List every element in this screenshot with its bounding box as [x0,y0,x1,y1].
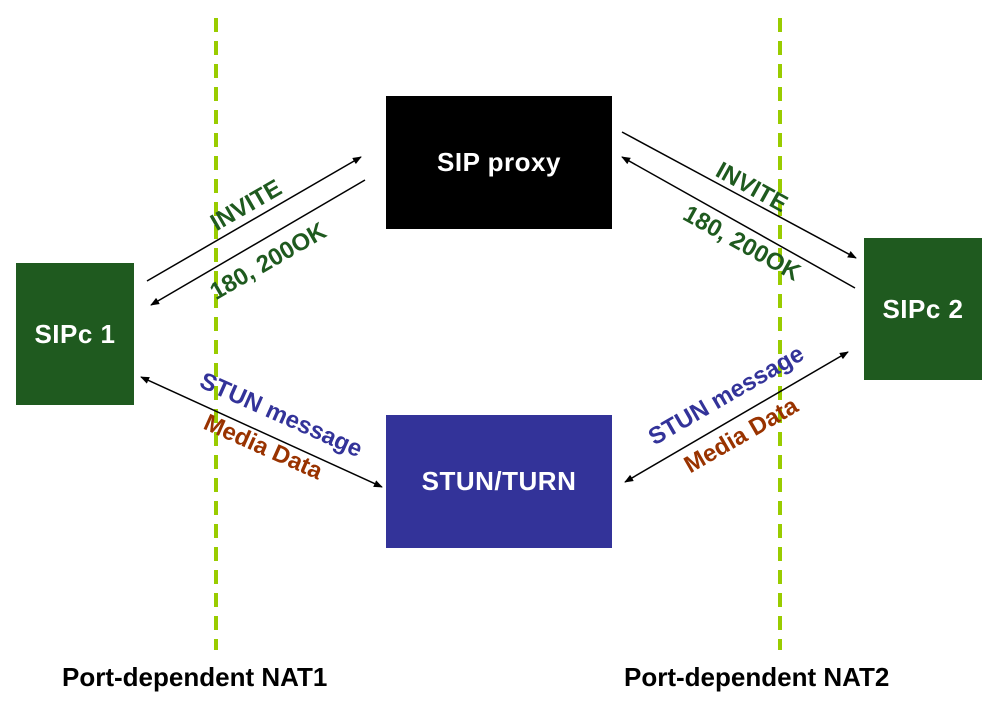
sipc1-node: SIPc 1 [16,263,134,405]
nat2-label: Port-dependent NAT2 [624,662,890,692]
stun-turn-label: STUN/TURN [421,466,577,496]
sipc1-label: SIPc 1 [34,318,116,349]
stun-arrow-left [140,376,383,488]
nat1-label: Port-dependent NAT1 [62,662,328,692]
stun-arrow-right [624,351,849,483]
ok-label-right: 180, 200OK [678,200,805,287]
sipc2-label: SIPc 2 [882,293,964,324]
invite-label-left: INVITE [206,174,286,236]
sip-proxy-node: SIP proxy [386,96,612,229]
ok-arrow-right [621,156,856,289]
invite-arrow-left [146,156,362,282]
ok-arrow-left [150,179,366,306]
stun-turn-node: STUN/TURN [386,415,612,548]
sip-proxy-label: SIP proxy [437,147,561,177]
invite-arrow-right [621,131,857,259]
sipc2-node: SIPc 2 [864,238,982,380]
